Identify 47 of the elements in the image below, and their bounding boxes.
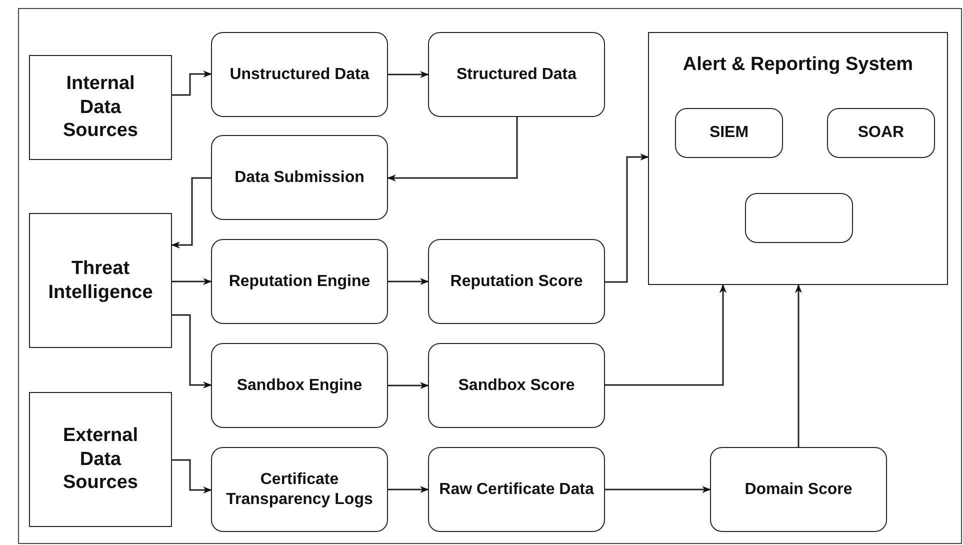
arrow — [172, 70, 212, 96]
process-box — [211, 343, 388, 428]
source-box — [29, 392, 172, 527]
process-box — [428, 239, 605, 324]
node-label: External Data Sources — [62, 424, 139, 496]
node-label: Data Submission — [234, 168, 366, 188]
process-box — [211, 447, 388, 532]
node-label: Sandbox Score — [457, 376, 576, 396]
process-box — [675, 108, 783, 158]
arrow — [388, 382, 429, 390]
node-label: Internal Data Sources — [62, 72, 139, 144]
arrow — [605, 153, 649, 283]
process-box — [211, 32, 388, 117]
node-label: Domain Score — [744, 480, 854, 500]
process-box — [211, 239, 388, 324]
arrow — [387, 117, 518, 182]
arrow — [172, 314, 212, 389]
system-panel — [648, 32, 948, 285]
arrow — [172, 459, 212, 494]
process-box — [710, 447, 887, 532]
node-label: Structured Data — [455, 64, 578, 84]
node-label: Unstructured Data — [228, 64, 370, 84]
arrow — [388, 486, 429, 494]
node-label: Raw Certificate Data — [438, 480, 595, 500]
arrow — [172, 278, 212, 286]
node-label: Reputation Engine — [228, 272, 372, 292]
node-label: SOAR — [856, 123, 906, 143]
arrow — [388, 278, 429, 286]
node-label: SIEM — [708, 123, 750, 143]
process-box — [428, 343, 605, 428]
arrow — [171, 177, 211, 249]
process-box — [428, 447, 605, 532]
panel-heading: Alert & Reporting System — [682, 53, 914, 77]
node-label: Reputation Score — [449, 272, 584, 292]
node-label: Threat Intelligence — [47, 256, 154, 304]
node-label: Sandbox Engine — [236, 376, 364, 396]
process-box — [827, 108, 935, 158]
empty-box — [745, 193, 853, 243]
arrow — [605, 284, 727, 386]
arrow — [388, 70, 429, 78]
source-box — [29, 213, 172, 348]
arrow — [605, 486, 711, 494]
arrow — [794, 284, 802, 447]
process-box — [211, 135, 388, 220]
node-label: Certificate Transparency Logs — [225, 470, 374, 510]
source-box — [29, 55, 172, 160]
process-box — [428, 32, 605, 117]
